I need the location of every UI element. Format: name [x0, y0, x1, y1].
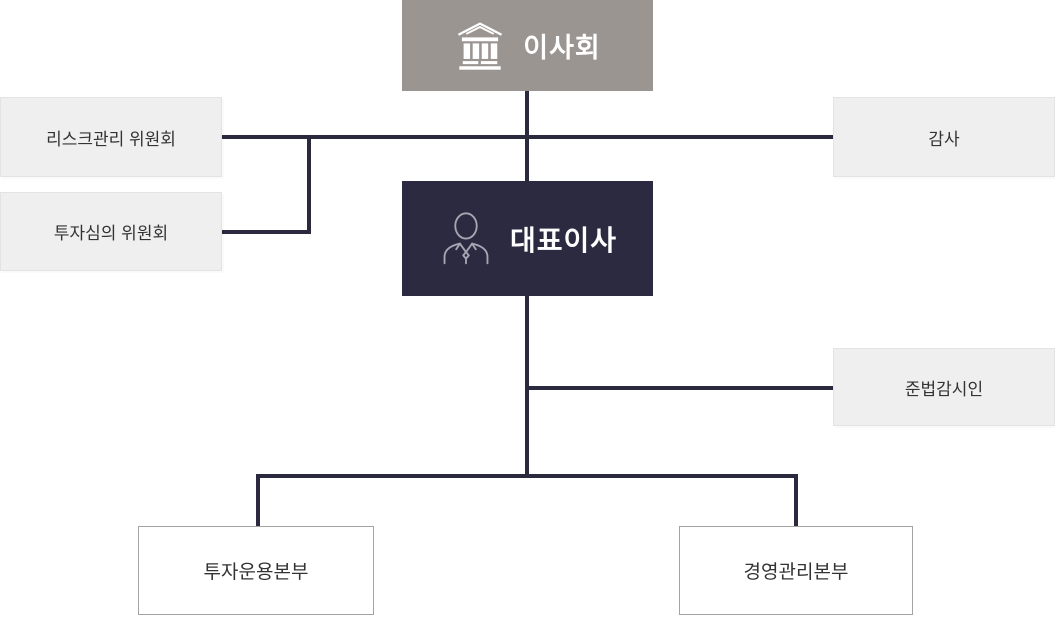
- connector-division-left-vertical: [256, 474, 260, 526]
- org-node-compliance-officer: 준법감시인: [833, 348, 1055, 426]
- org-node-management-administration-division: 경영관리본부: [679, 526, 913, 615]
- connector-compliance-horizontal: [527, 386, 833, 390]
- org-node-compliance-officer-label: 준법감시인: [904, 379, 984, 399]
- org-node-investment-review-committee-label: 투자심의 위원회: [53, 224, 169, 243]
- org-node-investment-operations-division-label: 투자운용본부: [203, 562, 309, 583]
- connector-investment-review-horizontal: [222, 230, 311, 234]
- org-node-board-label: 이사회: [523, 33, 601, 63]
- org-node-ceo-label: 대표이사: [509, 224, 618, 256]
- org-node-investment-operations-division: 투자운용본부: [138, 526, 374, 615]
- person-icon: [438, 210, 494, 268]
- org-node-ceo: 대표이사: [402, 181, 653, 296]
- connector-left-branch-vertical: [307, 135, 311, 234]
- org-node-risk-committee-label: 리스크관리 위원회: [46, 129, 176, 149]
- org-node-auditor: 감사: [833, 97, 1055, 177]
- connector-divisions-horizontal: [256, 474, 798, 478]
- org-node-management-administration-division-label: 경영관리본부: [743, 562, 849, 583]
- org-node-investment-review-committee: 투자심의 위원회: [0, 192, 222, 271]
- org-node-auditor-label: 감사: [928, 129, 960, 149]
- bank-icon: [454, 21, 506, 71]
- connector-division-right-vertical: [794, 474, 798, 526]
- org-node-board: 이사회: [402, 0, 653, 91]
- org-node-risk-committee: 리스크관리 위원회: [0, 97, 222, 177]
- connector-committees-horizontal: [222, 135, 833, 139]
